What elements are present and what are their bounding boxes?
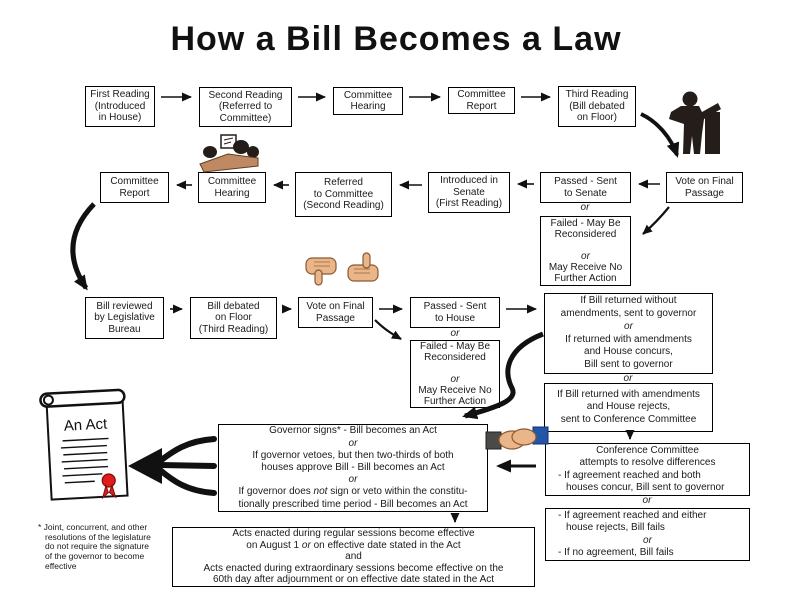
scroll-label: An Act — [63, 415, 108, 434]
act-scroll-icon: An Act — [39, 388, 129, 501]
handshake-icon — [485, 426, 549, 450]
node-conference-committee: Conference Committee attempts to resolve… — [545, 443, 750, 496]
or-connector: or — [623, 373, 633, 384]
or-connector: or — [450, 328, 460, 339]
or-connector: or — [580, 202, 590, 213]
node-effective-dates: Acts enacted during regular sessions bec… — [172, 527, 535, 587]
thumbs-up-down-icon — [305, 252, 379, 286]
node-conference-result: - If agreement reached and either house … — [545, 508, 750, 561]
committee-meeting-icon — [199, 134, 259, 173]
arrow-third-to-vote — [640, 112, 680, 158]
or-connector: or — [642, 495, 652, 506]
speaker-at-podium-icon — [669, 91, 721, 154]
arrow-report-to-bill-reviewed — [70, 202, 96, 291]
or-connector: or — [643, 534, 652, 546]
arrow-vote-to-failed-senate — [642, 206, 670, 235]
becomes-act-arrow — [128, 436, 217, 496]
diagram-title: How a Bill Becomes a Law — [170, 20, 622, 58]
arrow-vote-to-failed-house — [374, 319, 402, 340]
